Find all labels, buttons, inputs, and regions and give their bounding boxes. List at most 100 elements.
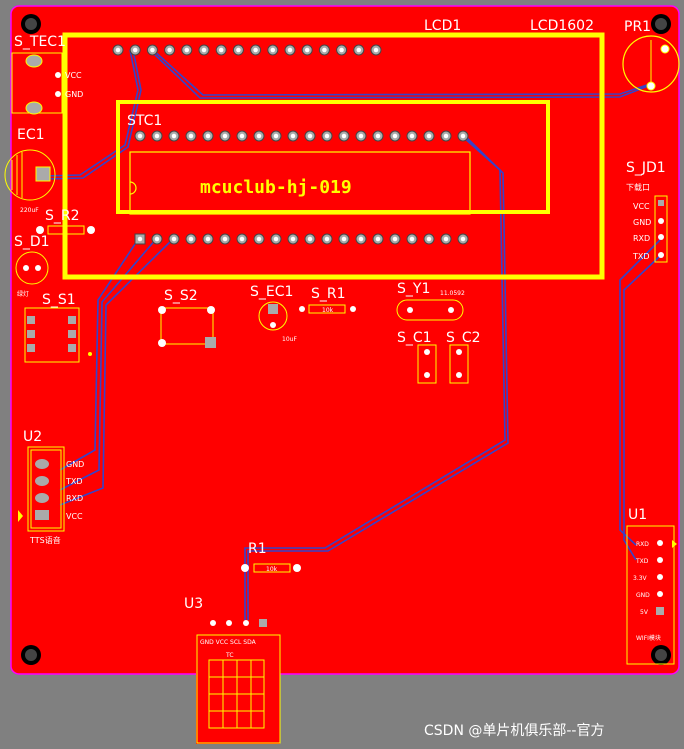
stc-bottom-pad-hole: [171, 236, 177, 242]
u1-pin-txd: TXD: [635, 558, 649, 565]
stc-bottom-pad-hole: [307, 236, 313, 242]
s-y1-footprint: 11.0592: [396, 290, 465, 321]
u2-pin-gnd: GND: [66, 460, 84, 469]
lcd-outline: [62, 32, 605, 280]
stc-bottom-pad-hole: [222, 236, 228, 242]
s-s2-footprint: [158, 306, 216, 348]
s-c1-label: S_C1: [397, 330, 432, 346]
mounting-holes: [21, 14, 671, 665]
s-ec1-label: S_EC1: [250, 284, 293, 300]
stc-top-pad-hole: [375, 133, 381, 139]
s-r2-footprint: [36, 225, 95, 235]
stc-top-pad-hole: [392, 133, 398, 139]
jd1-pin-gnd: GND: [633, 218, 651, 227]
lcd-pad-hole: [150, 47, 155, 53]
stc-bottom-pad-hole: [137, 236, 143, 242]
lcd1602-label: LCD1602: [530, 18, 594, 34]
stc-bottom-pad-hole: [154, 236, 160, 242]
lcd-pad-hole: [304, 47, 310, 53]
board-outline: [10, 5, 680, 675]
tec-pin-vcc: VCC: [65, 71, 82, 80]
stc-bottom-pad-hole: [341, 236, 347, 242]
stc-top-pad-hole: [443, 133, 449, 139]
lcd-pad-hole: [356, 47, 362, 53]
u2-pin-txd: TXD: [65, 477, 83, 486]
s-ec1-value: 10uF: [282, 336, 297, 343]
lcd-pad-hole: [218, 47, 224, 53]
lcd-pad-hole: [339, 47, 344, 53]
stc-top-pad-hole: [358, 133, 364, 139]
stc-top-pad-hole: [460, 133, 466, 139]
chip-body: [129, 151, 471, 215]
s-tec1-label: S_TEC1: [14, 34, 66, 50]
stc-bottom-pad-hole: [358, 236, 364, 242]
stc-top-pad-hole: [137, 133, 143, 139]
jd1-pin-rxd: RXD: [633, 234, 650, 243]
u1-footprint: RXD TXD 3.3V GND 5V WIFI模块: [626, 525, 677, 665]
stc-bottom-pad-hole: [205, 236, 211, 242]
s-r2-label: S_R2: [45, 208, 80, 224]
s-r1-label: S_R1: [311, 286, 346, 302]
stc-top-pad-hole: [154, 133, 160, 139]
stc-top-pin-row: [134, 130, 469, 142]
stc-top-pad-hole: [256, 133, 262, 139]
stc-bottom-pad-hole: [443, 236, 449, 242]
s-s1-label: S_S1: [42, 292, 76, 308]
d1-caption: 绿灯: [17, 290, 29, 298]
y1-value: 11.0592: [440, 290, 465, 297]
s-r1-value: 10k: [322, 307, 334, 314]
s-d1-footprint: 绿灯: [15, 251, 49, 298]
u1-pin-5v: 5V: [640, 609, 649, 616]
stc-bottom-pad-hole: [409, 236, 415, 242]
ec1-footprint: 220uF: [4, 149, 56, 214]
stc-top-pad-hole: [290, 133, 296, 139]
r1-footprint: 10k: [241, 563, 301, 573]
stc-bottom-pad-hole: [460, 236, 466, 242]
r1-label: R1: [248, 541, 267, 557]
tec-pin-gnd: GND: [65, 90, 83, 99]
stc-bottom-pad-hole: [375, 236, 381, 242]
jd1-pin-vcc: VCC: [633, 202, 650, 211]
stc-bottom-pad-hole: [273, 236, 279, 242]
u2-footprint: GND TXD RXD VCC TTS语音: [18, 446, 84, 545]
lcd-pad-hole: [270, 47, 276, 53]
s-d1-label: S_D1: [14, 234, 50, 250]
stc-top-pad-hole: [171, 133, 177, 139]
u2-pin-vcc: VCC: [66, 512, 83, 521]
u2-caption: TTS语音: [29, 535, 61, 545]
lcd1-label: LCD1: [424, 18, 461, 34]
u1-pin-3v3: 3.3V: [633, 575, 648, 582]
jd1-title: 下载口: [626, 182, 650, 192]
stc-bottom-pad-hole: [239, 236, 245, 242]
lcd-pad-hole: [115, 47, 121, 53]
s-tec1-footprint: VCC GND: [11, 52, 83, 115]
lcd-pad-hole: [322, 47, 327, 53]
u3-pins: GND VCC SCL SDA: [200, 639, 257, 646]
u1-pin-gnd: GND: [636, 592, 650, 599]
jd1-pin-txd: TXD: [632, 252, 650, 261]
s-jd1-footprint: 下载口 VCC GND RXD TXD: [626, 182, 668, 263]
r1-value: 10k: [266, 566, 278, 573]
stc-top-pad-hole: [188, 133, 194, 139]
stc-top-pad-hole: [409, 133, 415, 139]
stc1-label: STC1: [127, 113, 162, 129]
u3-caption: TC: [225, 652, 234, 659]
u1-caption: WIFI模块: [636, 634, 661, 642]
stc-top-pad-hole: [324, 133, 330, 139]
stc-bottom-pin-row: [134, 233, 469, 245]
u2-label: U2: [23, 429, 42, 445]
lcd-pad-hole: [167, 47, 172, 53]
s-c2-label: S_C2: [446, 330, 481, 346]
s-s2-label: S_S2: [164, 288, 198, 304]
stc-bottom-pad-hole: [392, 236, 398, 242]
stc-top-pad-hole: [205, 133, 211, 139]
lcd-pin-row: [112, 44, 382, 56]
board-tab: [196, 672, 280, 744]
pr1-label: PR1: [624, 19, 651, 35]
s-jd1-label: S_JD1: [626, 160, 666, 176]
stc-bottom-pad-hole: [426, 236, 432, 242]
lcd-pad-hole: [373, 47, 379, 53]
stc-top-pad-hole: [426, 133, 432, 139]
u2-pin-rxd: RXD: [66, 494, 83, 503]
